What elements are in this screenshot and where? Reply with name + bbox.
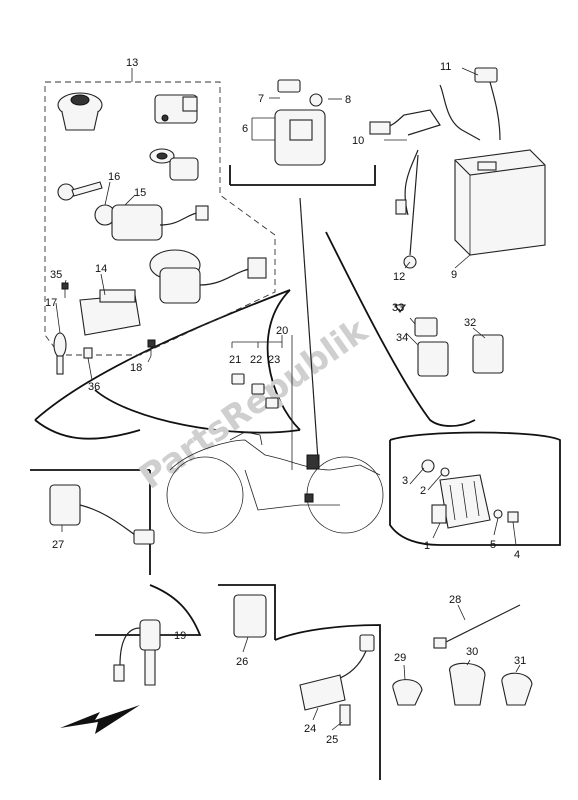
callout-26: 26: [236, 656, 248, 668]
clamp-29-icon: [392, 679, 423, 706]
callout-16: 16: [108, 171, 120, 183]
callout-21: 21: [229, 354, 241, 366]
key-icon: [57, 181, 103, 201]
main-switch-group-13: [44, 68, 276, 375]
callout-35: 35: [50, 269, 62, 281]
callout-25: 25: [326, 734, 338, 746]
callout-3: 3: [402, 475, 408, 487]
steering-lock-icon: [154, 94, 198, 124]
watermark-text: PartsRepublik: [132, 310, 376, 497]
spare-key-icon: [53, 332, 67, 375]
callout-28: 28: [449, 594, 461, 606]
callout-1: 1: [424, 540, 430, 552]
battery-group: [369, 67, 546, 269]
callout-2: 2: [420, 485, 426, 497]
region-frames: [30, 165, 561, 780]
callout-7: 7: [258, 93, 264, 105]
rectifier-group: [421, 459, 519, 529]
callout-33: 33: [392, 302, 404, 314]
callout-30: 30: [466, 646, 478, 658]
front-direction-arrow-icon: [60, 705, 140, 734]
relay-26-icon: [233, 594, 267, 638]
horn-27-icon: [49, 484, 155, 545]
callout-19: 19: [174, 630, 186, 642]
bolt-36-icon: [83, 347, 93, 359]
callout-labels: 13 7 8 6 11 10 12 9 16 15 14 35 17 18 36…: [45, 57, 526, 746]
main-switch-icon: [94, 204, 209, 241]
callout-6: 6: [242, 123, 248, 135]
callout-8: 8: [345, 94, 351, 106]
callout-4: 4: [514, 549, 520, 561]
cable-tie-28-icon: [433, 604, 521, 649]
callout-9: 9: [451, 269, 457, 281]
callout-32: 32: [464, 317, 476, 329]
callout-18: 18: [130, 362, 142, 374]
screw-18-icon: [147, 339, 156, 356]
callout-27: 27: [52, 539, 64, 551]
ignition-cover-icon: [57, 92, 103, 131]
relay-group-32-34: [393, 304, 504, 377]
callout-36: 36: [88, 381, 100, 393]
callout-24: 24: [304, 723, 316, 735]
callout-20: 20: [276, 325, 288, 337]
screw-35-icon: [61, 282, 69, 298]
leader-lines: [55, 67, 521, 731]
callout-5: 5: [490, 539, 496, 551]
callout-11: 11: [440, 61, 451, 73]
callout-29: 29: [394, 652, 406, 664]
clamp-30-icon: [449, 662, 486, 706]
starter-relay-group: [251, 79, 326, 166]
motorcycle-outline: [166, 197, 384, 534]
callout-23: 23: [268, 354, 280, 366]
callout-31: 31: [514, 655, 526, 667]
lock-assembly-icon: [149, 249, 267, 304]
callout-13: 13: [126, 57, 138, 69]
callout-22: 22: [250, 354, 262, 366]
sensor-19-icon: [113, 619, 161, 686]
callout-15: 15: [134, 187, 146, 199]
sensor-24-icon: [299, 634, 375, 726]
callout-14: 14: [95, 263, 107, 275]
clamp-31-icon: [501, 672, 533, 706]
seat-lock-body-icon: [79, 289, 141, 336]
callout-17: 17: [45, 297, 57, 309]
callout-12: 12: [393, 271, 405, 283]
fuse-group: [231, 335, 293, 470]
seat-lock-icon: [149, 148, 199, 181]
callout-34: 34: [396, 332, 408, 344]
callout-10: 10: [352, 135, 364, 147]
